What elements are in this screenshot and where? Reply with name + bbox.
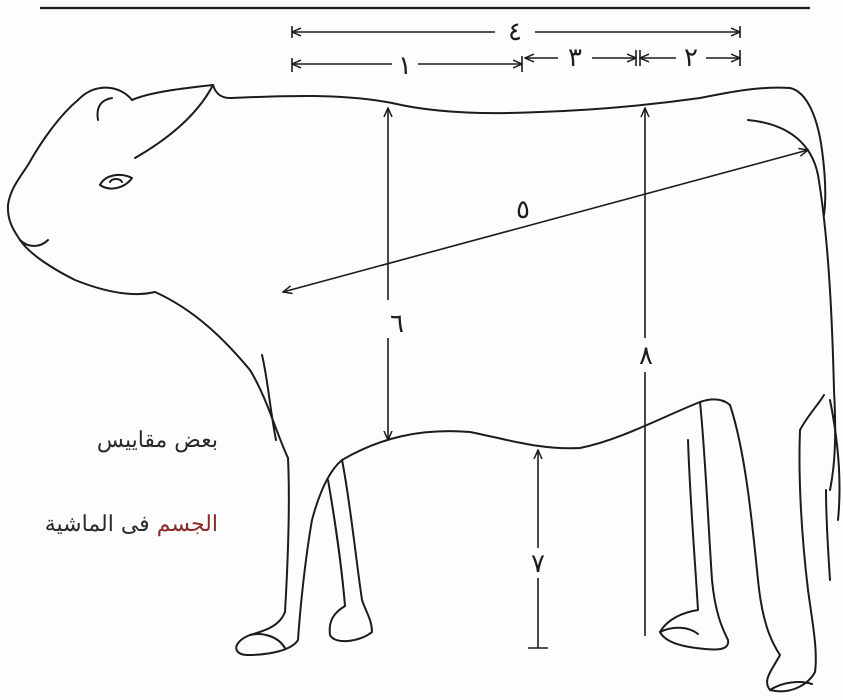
cow-tail xyxy=(748,120,835,490)
caption-line-2: الجسم فى الماشية xyxy=(45,512,218,537)
cow-ear xyxy=(78,88,132,120)
cow-rear-hoof-far xyxy=(770,682,812,690)
measure-1-label: ١ xyxy=(398,51,412,81)
measure-5-label: ٥ xyxy=(516,195,530,225)
caption-line-1: بعض مقاييس xyxy=(97,428,218,453)
cow-horn xyxy=(132,85,213,158)
cow-rear-hoof xyxy=(660,628,698,634)
caption-line-2-highlight: الجسم xyxy=(157,512,218,537)
caption-line-1-text: بعض مقاييس xyxy=(97,428,218,453)
cow-front-leg xyxy=(236,458,342,655)
measurement-labels: ٤ ١ ٣ ٢ ٥ ٦ ٨ ٧ xyxy=(390,17,698,579)
cow-rear-leg-far xyxy=(730,395,824,691)
cow-eye xyxy=(100,175,132,189)
caption-line-2-rest: فى الماشية xyxy=(45,512,157,537)
cow-head xyxy=(8,100,155,294)
cow-front-leg-far xyxy=(328,460,372,641)
measure-8-label: ٨ xyxy=(639,341,653,371)
cow-tail-switch xyxy=(826,400,840,580)
measure-3-label: ٣ xyxy=(568,43,582,73)
measure-2-label: ٢ xyxy=(684,43,698,73)
measure-7-label: ٧ xyxy=(531,549,545,579)
measure-6-label: ٦ xyxy=(390,309,404,339)
cow-front-hoof xyxy=(250,634,285,648)
measurement-lines xyxy=(283,26,808,648)
cow-rear-leg xyxy=(660,402,728,650)
cow-belly xyxy=(342,399,730,460)
measure-4-label: ٤ xyxy=(508,17,522,47)
measure-5-line xyxy=(283,150,808,292)
